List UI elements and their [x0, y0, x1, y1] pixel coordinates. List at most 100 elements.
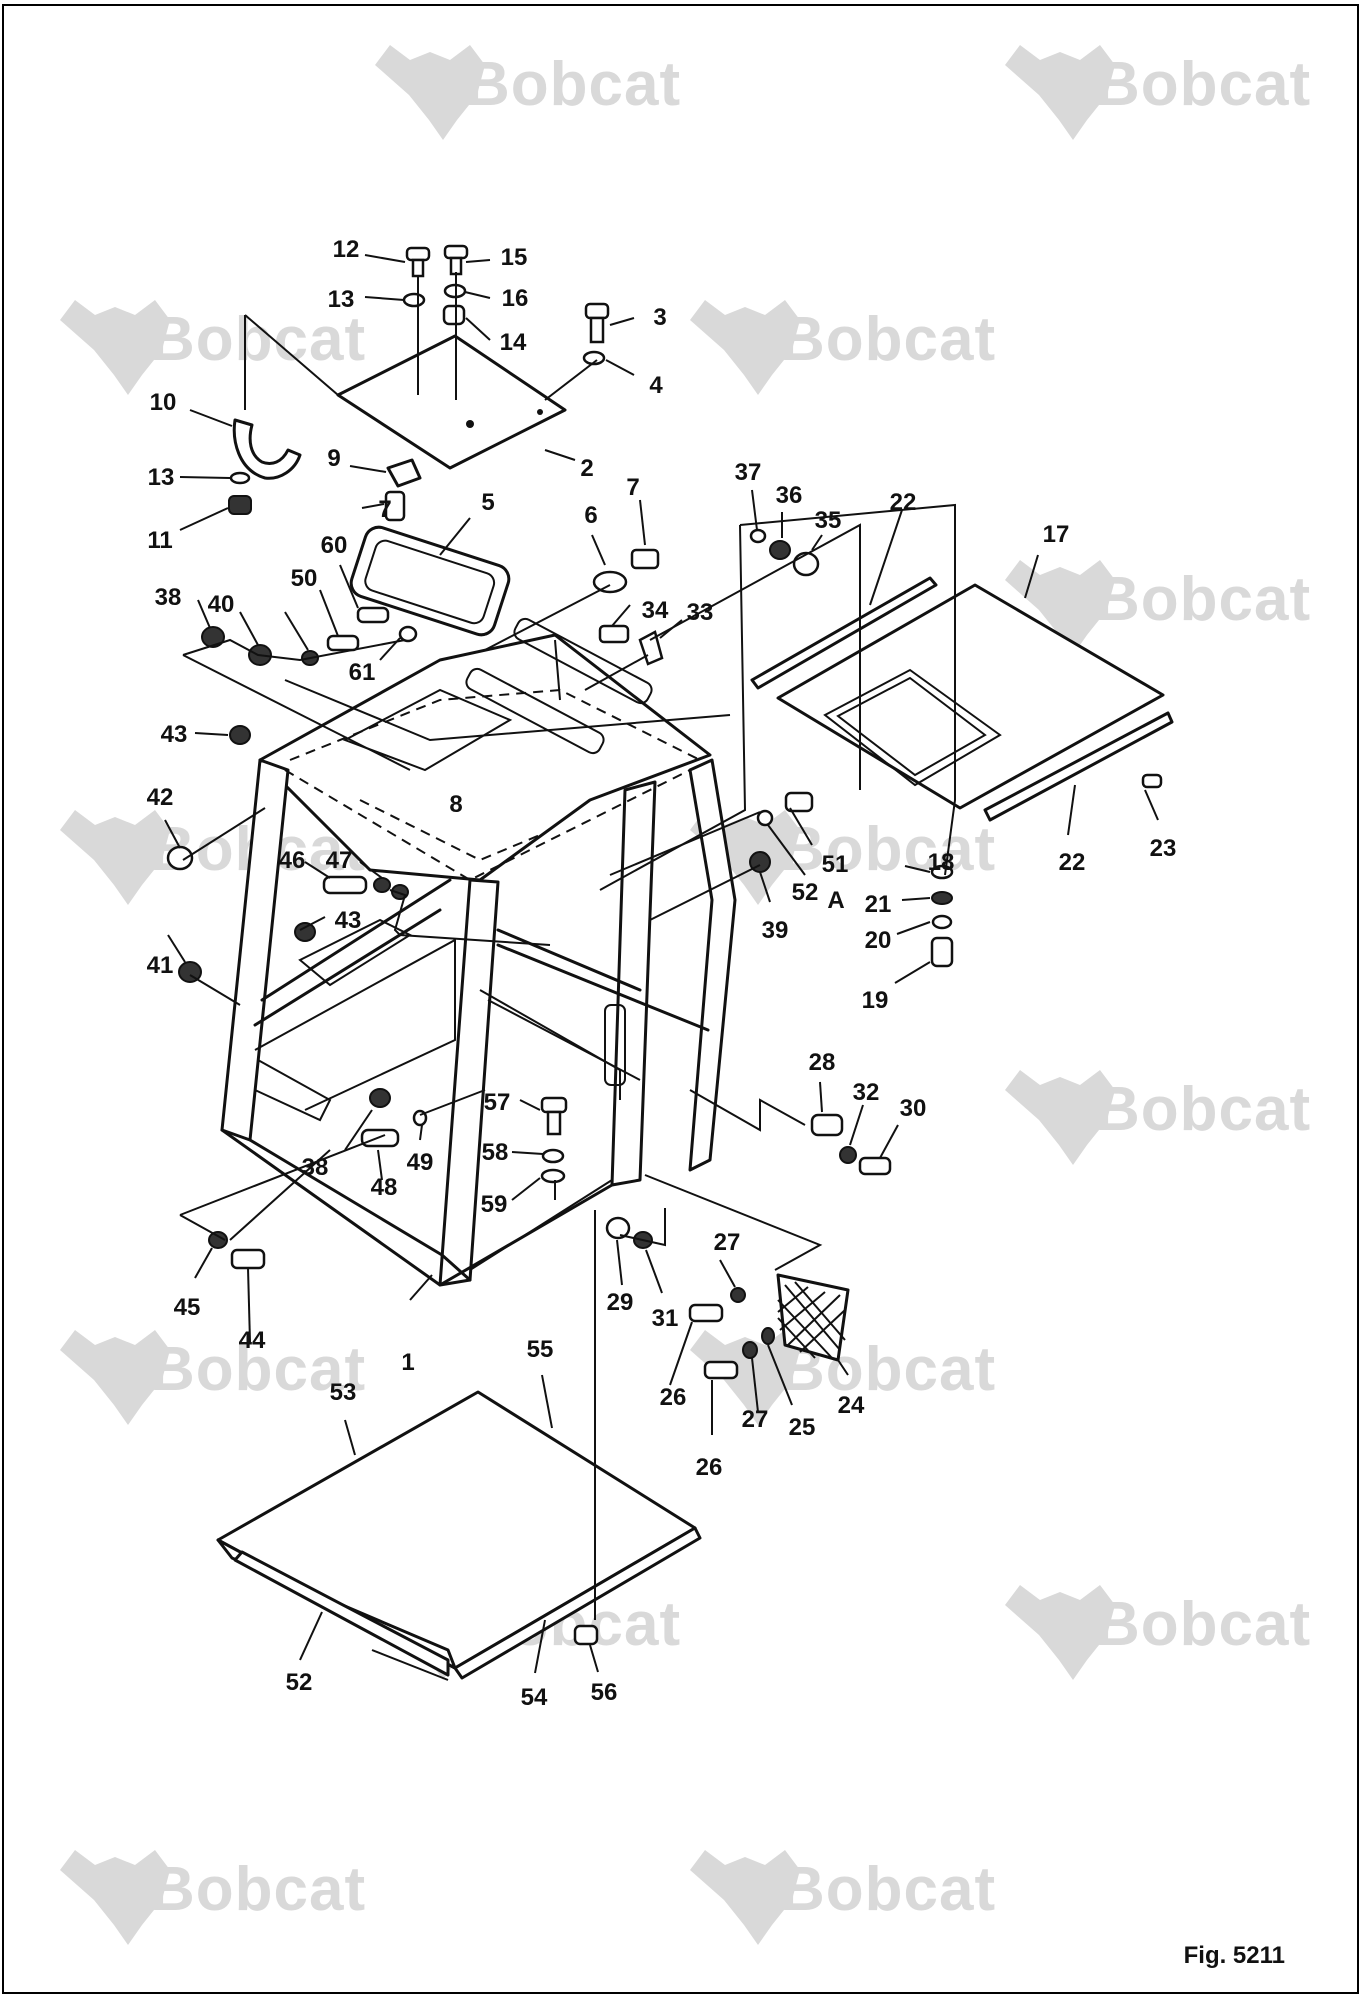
callout-number: 37 [735, 459, 762, 486]
callout-number: 13 [148, 464, 175, 491]
callout-number: 34 [642, 597, 669, 624]
callout-number: 61 [349, 659, 376, 686]
callout-number: 52 [792, 879, 819, 906]
callout-leaders [164, 254, 1159, 1674]
callout-number: 41 [147, 952, 174, 979]
callout-number: 47 [326, 847, 353, 874]
callout-number: 4 [649, 372, 663, 399]
callout-number: 35 [815, 507, 842, 534]
watermark-text: Bobcat [780, 305, 996, 374]
callout-number: 56 [591, 1679, 618, 1706]
callout-number: 2 [580, 455, 593, 482]
callout-number: 21 [865, 891, 892, 918]
callout-number: 28 [809, 1049, 836, 1076]
bracket-part-10 [232, 418, 302, 480]
cab-frame [220, 617, 737, 1287]
bobcat-head-icon [60, 810, 170, 905]
callout-number: 20 [865, 927, 892, 954]
window-strips [750, 576, 1174, 822]
callout-number: 40 [208, 591, 235, 618]
bobcat-head-icon [1005, 1585, 1115, 1680]
callout-number: 22 [1059, 849, 1086, 876]
callout-number: 9 [327, 445, 340, 472]
callout-number: 57 [484, 1089, 511, 1116]
callout-number: 42 [147, 784, 174, 811]
bobcat-head-icon [60, 300, 170, 395]
bobcat-head-icon [690, 300, 800, 395]
callout-number: 39 [762, 917, 789, 944]
watermark: Bobcat [1005, 1070, 1311, 1165]
callout-number: 5 [481, 489, 494, 516]
bobcat-head-icon [1005, 1070, 1115, 1165]
callout-number: 10 [150, 389, 177, 416]
callout-number: 53 [330, 1379, 357, 1406]
callout-number: 14 [500, 329, 527, 356]
callout-number: 51 [822, 851, 849, 878]
callout-number: 44 [239, 1327, 266, 1354]
callout-number: 36 [776, 482, 803, 509]
callout-number: 6 [584, 502, 597, 529]
figure-label: Fig. 5211 [1183, 1942, 1285, 1969]
watermark: Bobcat [60, 1330, 366, 1425]
callout-number: 17 [1043, 521, 1070, 548]
watermark-text: Bobcat [1095, 1075, 1311, 1144]
callout-number: 25 [789, 1414, 816, 1441]
watermark: Bobcat [1005, 560, 1311, 655]
callout-number: 15 [501, 244, 528, 271]
callout-number: 45 [174, 1294, 201, 1321]
bobcat-head-icon [60, 1850, 170, 1945]
explode-lines [179, 272, 956, 1620]
callout-number: 59 [481, 1191, 508, 1218]
watermark: Bobcat [60, 300, 366, 395]
callout-number: 13 [328, 286, 355, 313]
watermark: Bobcat [60, 810, 365, 905]
bobcat-head-icon [690, 1850, 800, 1945]
vent-grille [776, 1273, 850, 1362]
callout-number: 1 [401, 1349, 414, 1376]
reference-letter: A [827, 887, 844, 914]
watermark-text: Bobcat [780, 815, 996, 884]
hidden-lines [284, 688, 701, 882]
callout-number: 46 [279, 847, 306, 874]
callout-number: 43 [161, 721, 188, 748]
bobcat-head-icon [1005, 45, 1115, 140]
bobcat-head-icon [1005, 560, 1115, 655]
bobcat-head-icon [60, 1330, 170, 1425]
hardware-layer [166, 244, 1163, 1646]
callout-number: 52 [286, 1669, 313, 1696]
watermark-text: Bobcat [1095, 565, 1311, 634]
callout-number: 24 [838, 1392, 865, 1419]
callout-number: 8 [449, 791, 462, 818]
bobcat-head-icon [375, 45, 485, 140]
callout-number: 7 [378, 496, 391, 523]
callout-number: 16 [502, 285, 529, 312]
callout-number: 19 [862, 987, 889, 1014]
callout-number: 12 [333, 236, 360, 263]
watermark-text: Bobcat [150, 1855, 366, 1924]
clip-part-9 [386, 458, 422, 488]
watermark: Bobcat [690, 300, 996, 395]
watermark-text: Bobcat [465, 50, 681, 119]
callout-number: 23 [1150, 835, 1177, 862]
callout-number: 3 [653, 304, 666, 331]
watermark-text: Bobcat [1095, 50, 1311, 119]
watermark: Bobcat [690, 810, 996, 905]
callout-number: 31 [652, 1305, 679, 1332]
callout-number: 22 [890, 489, 917, 516]
roof-window-panel [776, 583, 1165, 810]
callout-number: 33 [687, 599, 714, 626]
callout-number: 26 [660, 1384, 687, 1411]
watermark: Bobcat [60, 1850, 366, 1945]
sheet-border [2, 4, 1359, 1994]
watermark-text: Bobcat [150, 305, 366, 374]
watermark: Bobcat [1005, 45, 1311, 140]
callout-number: 29 [607, 1289, 634, 1316]
callout-number: 50 [291, 565, 318, 592]
watermark-text: Bobcat [150, 1335, 366, 1404]
callout-number: 49 [407, 1149, 434, 1176]
watermark: Bobcat [690, 1850, 995, 1945]
watermark: Bobcat [1005, 1585, 1310, 1680]
